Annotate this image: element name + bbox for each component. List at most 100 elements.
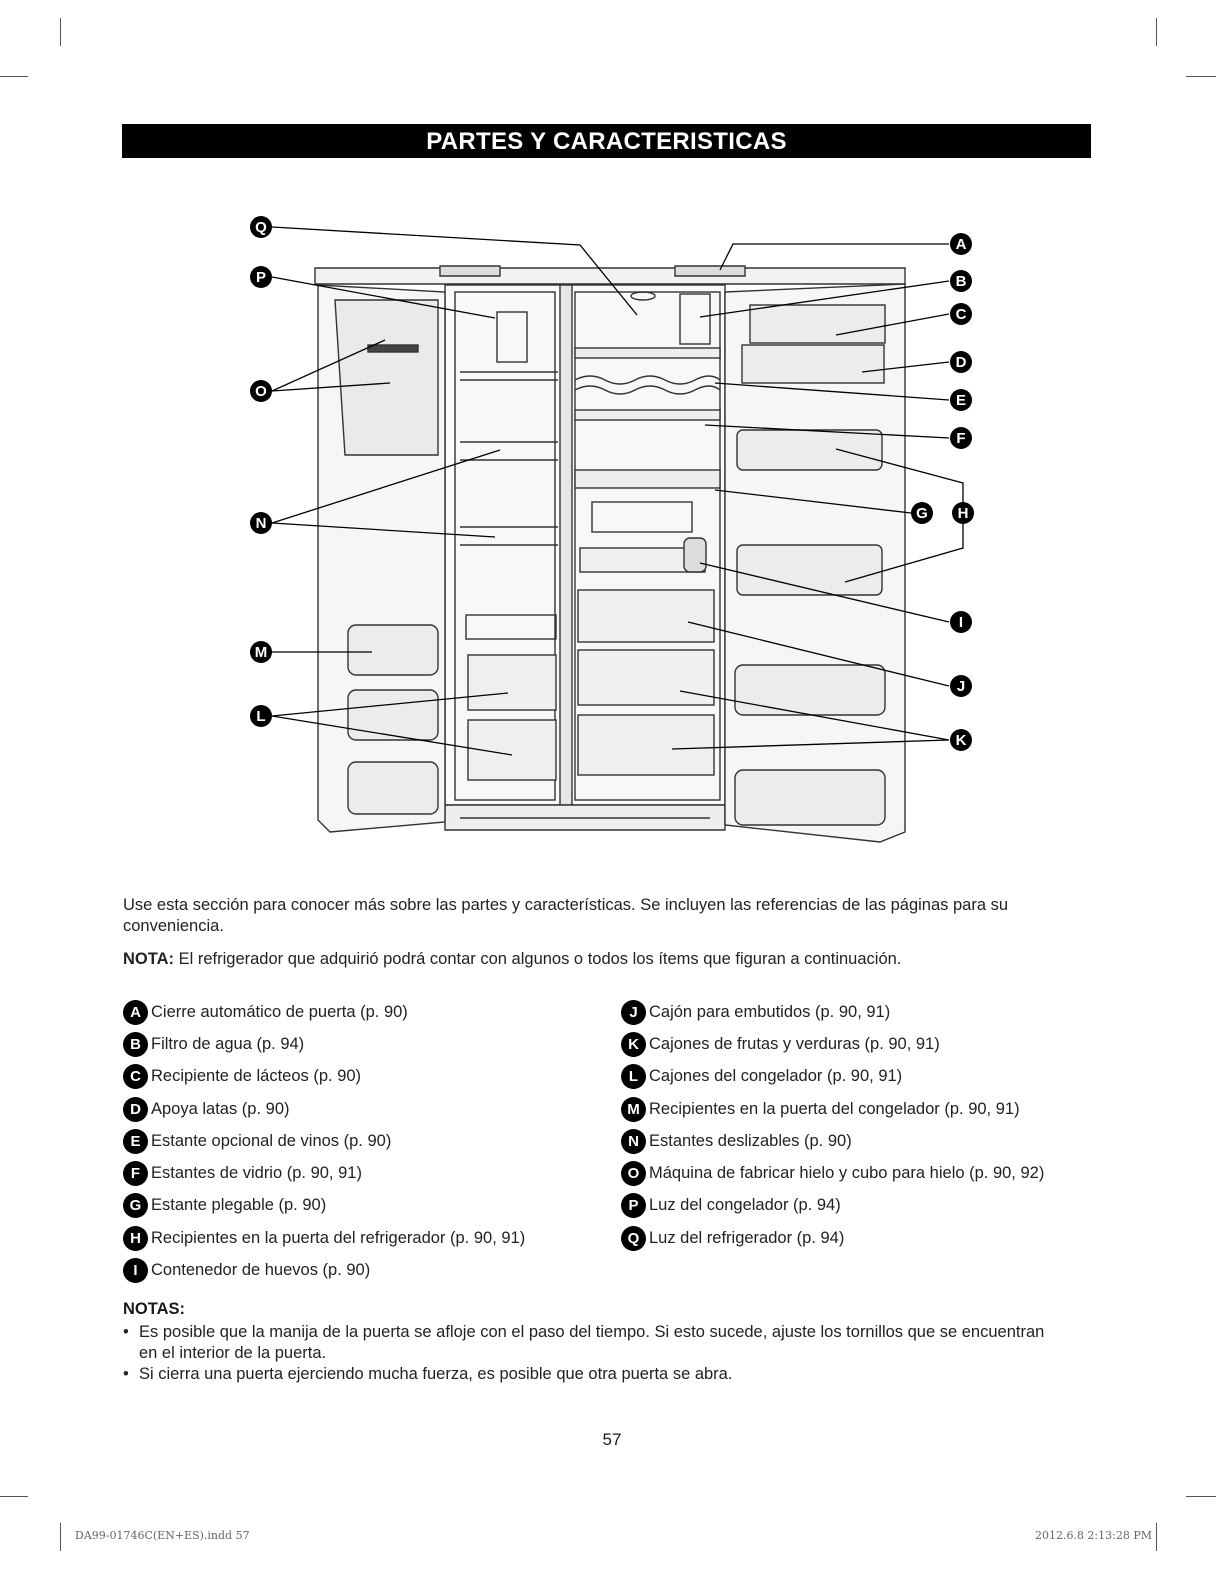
legend-text: Estantes deslizables (p. 90) — [649, 1131, 852, 1150]
callout-badge: F — [123, 1161, 148, 1187]
callout-badge: K — [621, 1031, 646, 1057]
note-item-text: Es posible que la manija de la puerta se… — [139, 1323, 1045, 1362]
callout-badge: E — [123, 1128, 148, 1154]
legend-text: Apoya latas (p. 90) — [151, 1099, 290, 1118]
callout-label: N — [256, 515, 267, 532]
legend-text: Recipiente de lácteos (p. 90) — [151, 1067, 362, 1086]
callout-badge: G — [123, 1193, 148, 1219]
callout-label: C — [956, 306, 967, 323]
callout-f: F — [950, 427, 972, 449]
legend-text: Recipientes en la puerta del congelador … — [649, 1099, 1020, 1118]
callout-b: B — [950, 270, 972, 292]
intro-note: NOTA: El refrigerador que adquirió podrá… — [123, 949, 1093, 970]
note-item: • Si cierra una puerta ejerciendo mucha … — [123, 1364, 1063, 1385]
callout-d: D — [950, 351, 972, 373]
callout-n: N — [250, 512, 272, 534]
leader-lines — [271, 226, 964, 756]
legend-text: Filtro de agua (p. 94) — [151, 1034, 305, 1053]
legend-text: Luz del congelador (p. 94) — [649, 1196, 841, 1215]
callout-badge: L — [621, 1064, 646, 1090]
legend-text: Estante plegable (p. 90) — [151, 1196, 327, 1215]
legend-text: Máquina de fabricar hielo y cubo para hi… — [649, 1164, 1045, 1183]
bullet: • — [123, 1365, 129, 1383]
callout-k: K — [950, 729, 972, 751]
callout-l: L — [250, 705, 272, 727]
callout-badge: C — [123, 1064, 148, 1090]
callout-badge: J — [621, 999, 646, 1025]
callout-label: B — [956, 273, 967, 290]
note-item-text: Si cierra una puerta ejerciendo mucha fu… — [139, 1365, 733, 1383]
callout-label: D — [956, 354, 967, 371]
callout-label: L — [256, 708, 265, 725]
legend-text: Contenedor de huevos (p. 90) — [151, 1261, 371, 1280]
note-text: El refrigerador que adquirió podrá conta… — [174, 950, 902, 968]
callout-label: G — [916, 505, 928, 522]
callout-label: O — [255, 383, 267, 400]
page-title: PARTES Y CARACTERISTICAS — [122, 124, 1091, 158]
callout-j: J — [950, 675, 972, 697]
callout-label: H — [958, 505, 969, 522]
callout-label: P — [256, 269, 266, 286]
callout-a: A — [950, 233, 972, 255]
note-item: • Es posible que la manija de la puerta … — [123, 1322, 1063, 1364]
notes-heading: NOTAS: — [123, 1300, 186, 1318]
note-label: NOTA: — [123, 950, 175, 968]
callout-badge: Q — [621, 1225, 646, 1251]
legend-text: Cajón para embutidos (p. 90, 91) — [649, 1002, 891, 1021]
crop-mark — [1156, 1523, 1157, 1551]
callout-badge: N — [621, 1128, 646, 1154]
callout-badge: I — [123, 1258, 148, 1284]
callout-c: C — [950, 303, 972, 325]
callout-e: E — [950, 389, 972, 411]
callout-badge: D — [123, 1096, 148, 1122]
callout-badge: B — [123, 1031, 148, 1057]
callout-p: P — [250, 266, 272, 288]
legend-text: Cajones del congelador (p. 90, 91) — [649, 1067, 903, 1086]
callout-badge: O — [621, 1161, 646, 1187]
refrigerator-diagram: Q P O N M L A B C D E F G H I J K — [250, 216, 974, 843]
callout-label: M — [255, 644, 268, 661]
callout-h: H — [952, 502, 974, 524]
callout-label: J — [957, 678, 965, 695]
bullet: • — [123, 1323, 129, 1341]
callout-label: A — [956, 236, 967, 253]
crop-mark — [1156, 18, 1157, 46]
refrigerator-illustration — [314, 265, 906, 843]
callout-m: M — [250, 641, 272, 663]
page-number: 57 — [602, 1430, 622, 1449]
legend-text: Cajones de frutas y verduras (p. 90, 91) — [649, 1034, 940, 1053]
crop-mark — [1186, 76, 1216, 77]
crop-mark — [60, 18, 61, 46]
intro-paragraph: Use esta sección para conocer más sobre … — [123, 896, 1009, 935]
crop-mark — [1186, 1496, 1216, 1497]
callout-o: O — [250, 380, 272, 402]
callout-badge: M — [621, 1096, 646, 1122]
callout-g: G — [911, 502, 933, 524]
callout-badge: H — [123, 1225, 148, 1251]
crop-mark — [0, 1496, 28, 1497]
callout-badge: A — [123, 999, 148, 1025]
legend-text: Luz del refrigerador (p. 94) — [649, 1228, 845, 1247]
legend-text: Estante opcional de vinos (p. 90) — [151, 1131, 392, 1150]
callout-q: Q — [250, 216, 272, 238]
callout-label: E — [956, 392, 966, 409]
callout-label: Q — [255, 219, 267, 236]
footer-file-info: DA99-01746C(EN+ES).indd 57 — [75, 1529, 250, 1542]
legend-text: Estantes de vidrio (p. 90, 91) — [151, 1164, 362, 1183]
